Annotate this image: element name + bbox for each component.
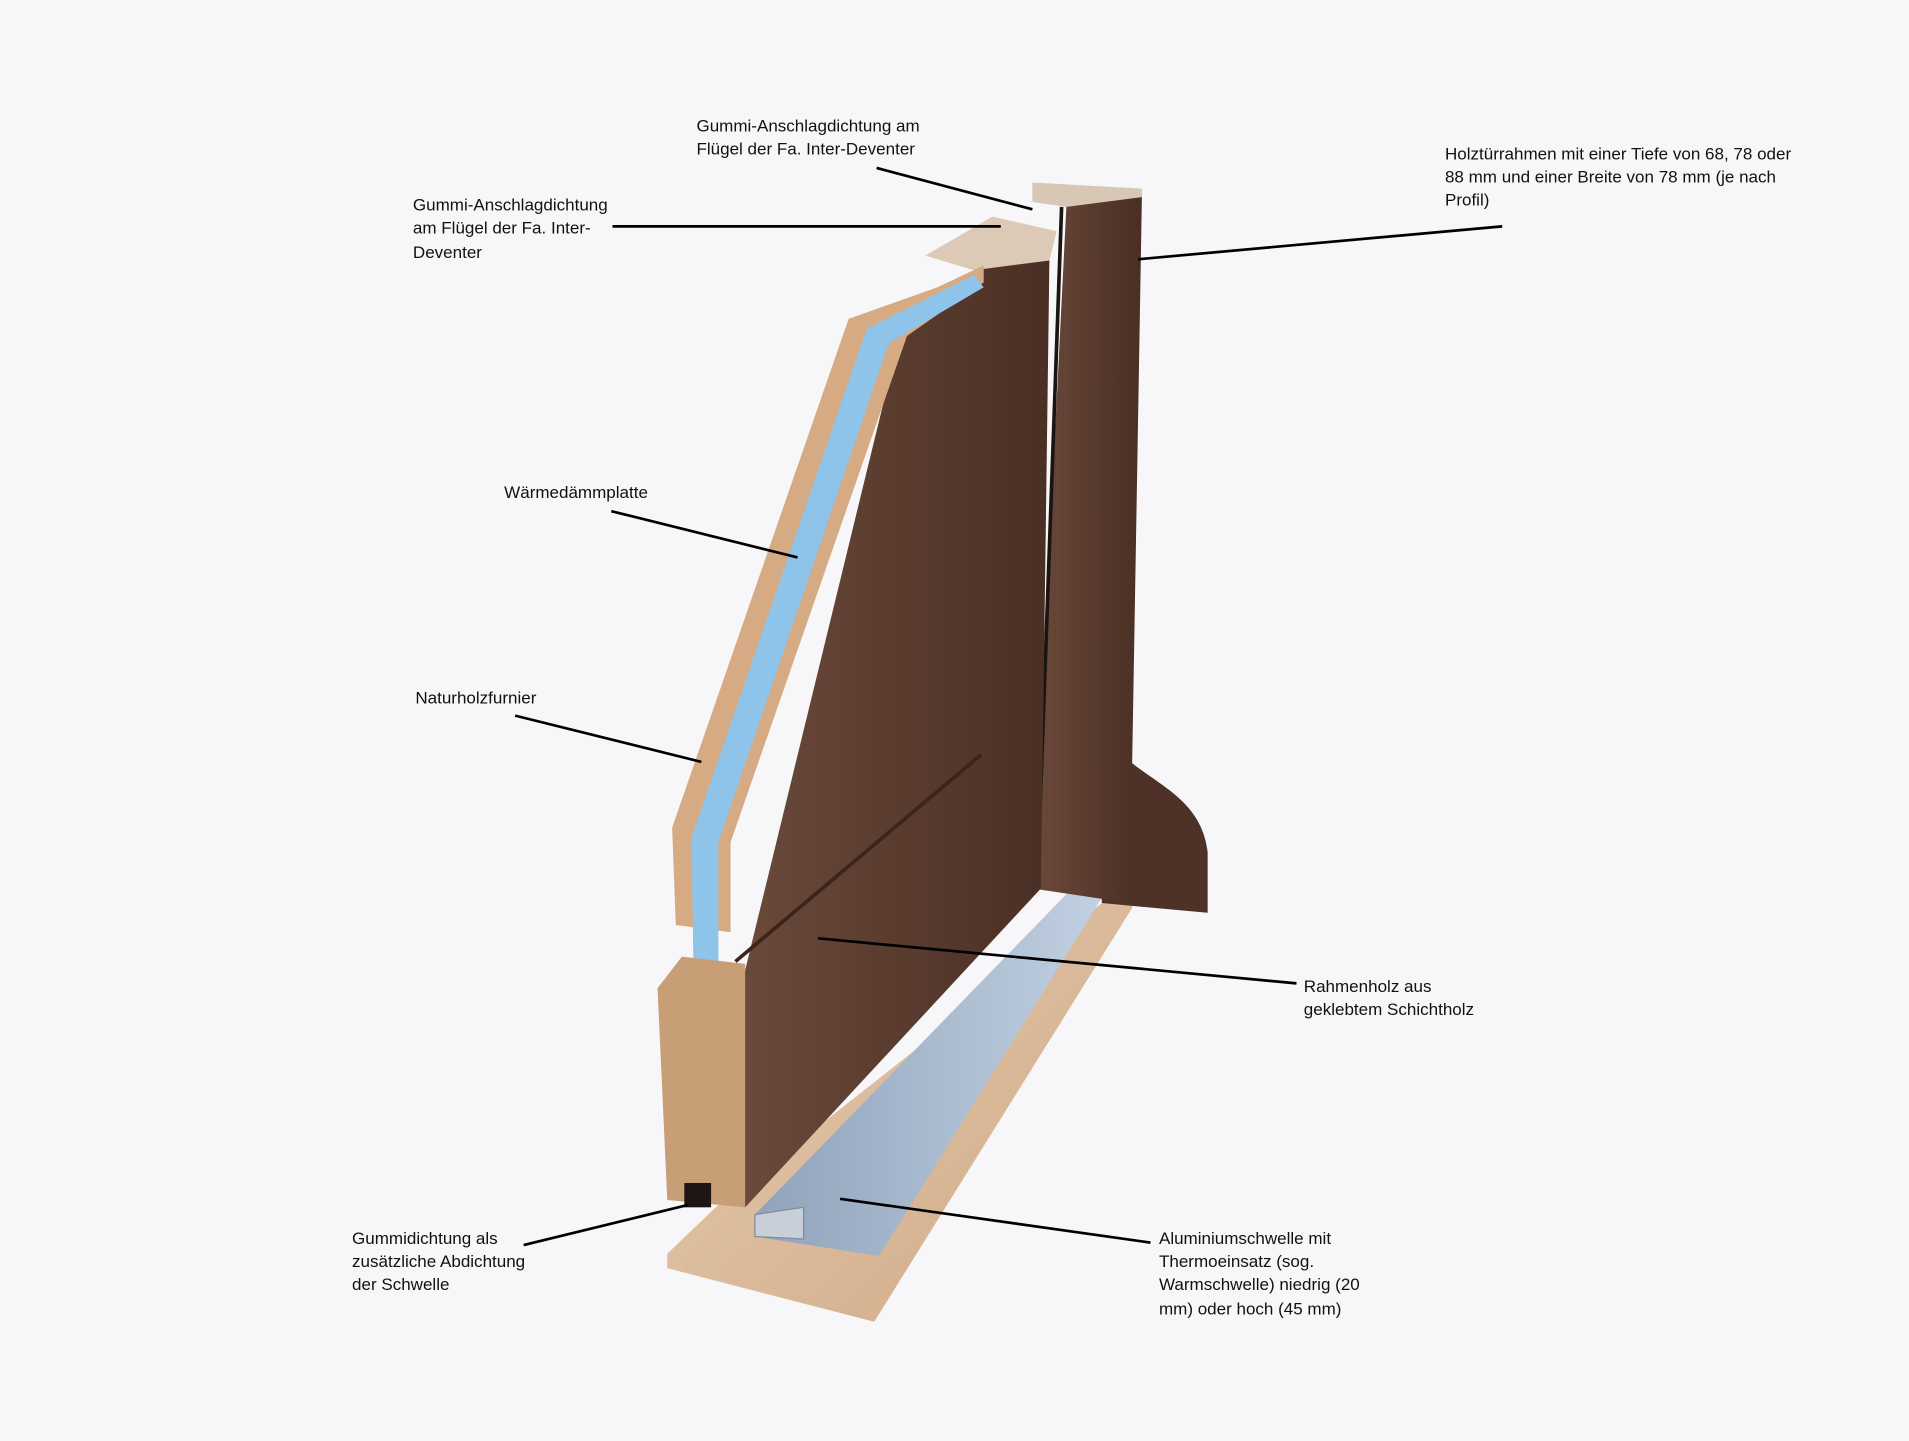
- door-illustration: [657, 182, 1208, 1322]
- threshold-thermal-insert: [754, 1206, 805, 1240]
- leader-frame-wood: [818, 937, 1297, 985]
- sash-top-block: [925, 216, 1057, 271]
- leader-veneer: [514, 714, 702, 764]
- leader-lines: [514, 166, 1503, 1247]
- lower-rail-block: [657, 956, 746, 1208]
- label-seal-sash-top: Gummi-Anschlagdichtung am Flügel der Fa.…: [696, 116, 924, 158]
- label-insulation: Wärmedämmplatte: [504, 483, 648, 502]
- label-threshold-seal: Gummidichtung als zusätzliche Abdichtung…: [352, 1229, 530, 1294]
- label-veneer: Naturholzfurnier: [415, 688, 536, 707]
- label-seal-sash-left: Gummi-Anschlagdichtung am Flügel der Fa.…: [413, 196, 613, 262]
- sash-panel: [735, 258, 1050, 1208]
- frame-post: [1032, 194, 1142, 904]
- label-frame-wood: Rahmenholz aus geklebtem Schichtholz: [1304, 977, 1474, 1019]
- label-frame: Holztürrahmen mit einer Tiefe von 68, 78…: [1445, 144, 1796, 209]
- leader-threshold-seal: [523, 1203, 689, 1247]
- threshold-seal: [684, 1182, 712, 1208]
- aluminium-threshold: [754, 866, 1116, 1257]
- leader-threshold: [839, 1197, 1151, 1244]
- label-threshold: Aluminiumschwelle mit Thermoeinsatz (sog…: [1159, 1229, 1365, 1319]
- leader-insulation: [610, 509, 798, 559]
- leader-frame: [1138, 225, 1503, 261]
- frame-post-top: [1032, 182, 1142, 207]
- panel-groove: [734, 753, 983, 963]
- veneer-edge: [672, 265, 984, 933]
- insulation-strip: [691, 275, 984, 1013]
- leader-seal-sash-top: [876, 166, 1033, 211]
